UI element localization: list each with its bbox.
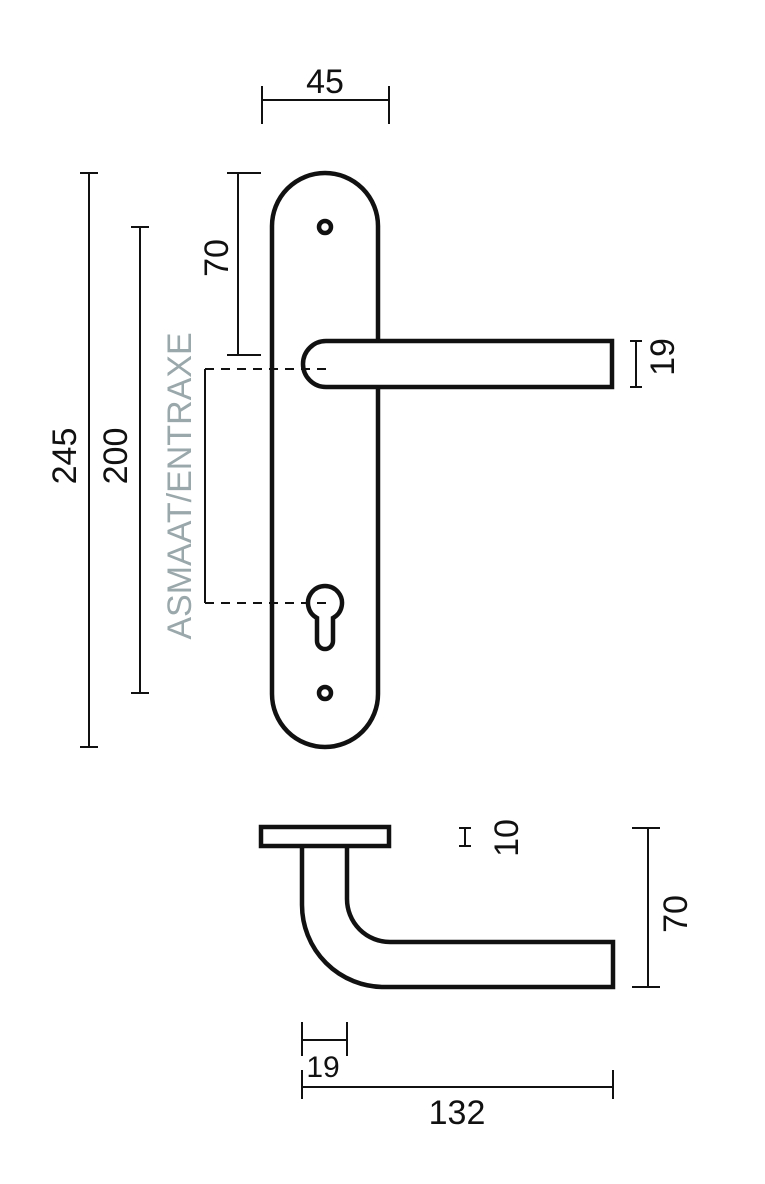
dim-top-to-handle: 70: [198, 172, 261, 356]
svg-text:19: 19: [644, 338, 682, 376]
svg-text:70: 70: [657, 895, 695, 933]
front-view: ASMAAT/ENTRAXE 45 245 200 70: [46, 63, 682, 750]
dim-handle-thickness: 19: [630, 338, 682, 388]
dim-length: 132: [301, 1070, 614, 1132]
bottom-screw-hole: [316, 684, 334, 702]
dim-projection: 70: [632, 827, 695, 988]
svg-text:245: 245: [46, 428, 84, 485]
dim-total-height: 245: [46, 172, 98, 748]
side-view: 10 70 19 132: [258, 819, 695, 1132]
lever-handle-side: [299, 846, 616, 990]
svg-text:70: 70: [198, 239, 236, 277]
dim-bar-diameter: 19: [301, 1022, 348, 1084]
dim-screw-distance: 200: [97, 226, 149, 694]
dim-backplate-width: 45: [261, 63, 390, 124]
svg-text:200: 200: [97, 428, 135, 485]
top-screw-hole: [316, 218, 334, 236]
cylinder-keyhole: [305, 583, 345, 652]
svg-text:10: 10: [488, 819, 526, 857]
backplate: [269, 170, 381, 750]
rose: [258, 824, 392, 849]
axis-distance-label: ASMAAT/ENTRAXE: [161, 332, 199, 639]
svg-text:132: 132: [429, 1094, 486, 1132]
dim-rose-thickness: 10: [459, 819, 526, 857]
svg-text:45: 45: [306, 63, 344, 101]
lever-handle-front: [300, 338, 615, 390]
svg-text:19: 19: [306, 1051, 339, 1084]
